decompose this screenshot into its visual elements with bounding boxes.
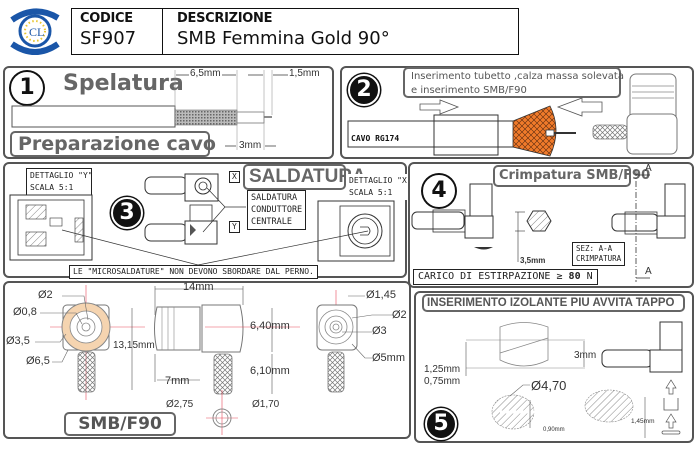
hex-dimension: 3,5mm (520, 256, 546, 265)
cable-type-label: CAVO RG174 (351, 134, 400, 143)
dim-body-height: 6,40mm (250, 320, 290, 332)
solder-note-line: SALDATURA (251, 193, 298, 203)
dim-braid-length: 6,5mm (190, 68, 221, 79)
step2-instruction-line2: e inserimento SMB/F90 (411, 85, 527, 96)
dim-insulator-b: 0,75mm (424, 376, 461, 387)
company-logo-icon: CL (10, 8, 60, 55)
dim-length: 14mm (183, 281, 214, 293)
dim-d2-left: Ø2 (38, 289, 53, 301)
dim-d3: Ø3 (372, 325, 387, 337)
dim-insulator-height: 3mm (574, 350, 597, 361)
step2-number: 2 (348, 74, 380, 106)
description-value: SMB Femmina Gold 90° (177, 28, 390, 49)
marker-x: X (229, 171, 240, 183)
code-label: CODICE (80, 11, 133, 26)
dim-d1-45: Ø1,45 (366, 289, 396, 301)
solder-note-line: CONDUTTORE (251, 205, 303, 215)
dim-d3-5: Ø3,5 (6, 335, 30, 347)
dim-d0-8: Ø0,8 (13, 306, 37, 318)
step4-title: Crimpatura SMB/F90 (493, 165, 650, 187)
dim-d5: Ø5mm (372, 352, 405, 364)
arrow-up-icon (665, 413, 677, 429)
step1-title: Spelatura (63, 71, 184, 96)
dim-pin-inner: Ø1,70 (252, 399, 280, 410)
step1-number: 1 (11, 72, 43, 104)
step1-subtitle: Preparazione cavo (10, 131, 216, 157)
arrow-left-icon (556, 97, 603, 117)
pull-force-label: CARICO DI ESTIRPAZIONE (418, 271, 551, 282)
pull-force-value: 80 (568, 271, 581, 282)
section-marker-bottom: A (645, 266, 652, 277)
section-label-name: CRIMPATURA (576, 254, 622, 263)
section-marker-top: A (645, 163, 652, 174)
marker-y: Y (229, 221, 240, 233)
dim-dielectric-length: 3mm (239, 140, 262, 151)
svg-text:CL: CL (29, 25, 44, 39)
dim-half-length: 7mm (165, 375, 190, 387)
arrow-right-icon (419, 99, 460, 115)
dim-insulator-a: 1,25mm (424, 364, 461, 375)
step5-number: 5 (425, 408, 457, 440)
dim-pin-length: 1,5mm (289, 68, 320, 79)
solder-note-line: CENTRALE (251, 217, 292, 227)
connector-model-label: SMB/F90 (64, 412, 176, 436)
detail-y-title: DETTAGLIO "Y" (30, 171, 93, 180)
section-label-title: SEZ: A-A (576, 244, 613, 253)
step3-title: SALDATURA (243, 164, 366, 190)
step2-instruction: Inserimento tubetto ,calza massa solevat… (403, 67, 624, 98)
dim-height: 13,15mm (113, 340, 155, 351)
detail-x-scale: SCALA 5:1 (349, 188, 393, 197)
detail-x-label: DETTAGLIO "X" SCALA 5:1 (346, 174, 412, 200)
dim-d2-right: Ø2 (392, 309, 407, 321)
step5-title: INSERIMENTO IZOLANTE PIU AVVITA TAPPO (422, 294, 685, 312)
pull-force-operator: ≥ (556, 271, 563, 282)
step4-number: 4 (423, 175, 455, 207)
pull-force-spec: CARICO DI ESTIRPAZIONE ≥ 80 N (413, 269, 598, 285)
company-logo: CL (8, 6, 62, 56)
product-header-table: CODICE SF907 DESCRIZIONE SMB Femmina Gol… (71, 8, 519, 55)
arrow-up-icon (665, 379, 677, 395)
detail-y-label: DETTAGLIO "Y" SCALA 5:1 (26, 168, 93, 196)
step3-number: 3 (111, 197, 143, 229)
description-label: DESCRIZIONE (177, 11, 273, 26)
dim-crimp-length: 6,10mm (250, 365, 290, 377)
dim-cap-slot: 0,90mm (543, 427, 565, 433)
section-label: SEZ: A-A CRIMPATURA (572, 242, 626, 266)
solder-note: SALDATURA CONDUTTORE CENTRALE (247, 190, 306, 230)
dim-cap-thickness: 1,45mm (631, 418, 655, 425)
microsolder-warning: LE "MICROSALDATURE" NON DEVONO SBORDARE … (69, 265, 318, 279)
dim-d6-5: Ø6,5 (26, 355, 50, 367)
detail-y-scale: SCALA 5:1 (30, 183, 74, 192)
pull-force-unit: N (586, 271, 593, 282)
code-value: SF907 (80, 28, 137, 49)
detail-x-title: DETTAGLIO "X" (349, 176, 412, 185)
step2-instruction-line1: Inserimento tubetto ,calza massa solevat… (411, 71, 624, 82)
dim-cap-diameter: Ø4,70 (531, 378, 567, 393)
dim-pin-outer: Ø2,75 (166, 399, 194, 410)
